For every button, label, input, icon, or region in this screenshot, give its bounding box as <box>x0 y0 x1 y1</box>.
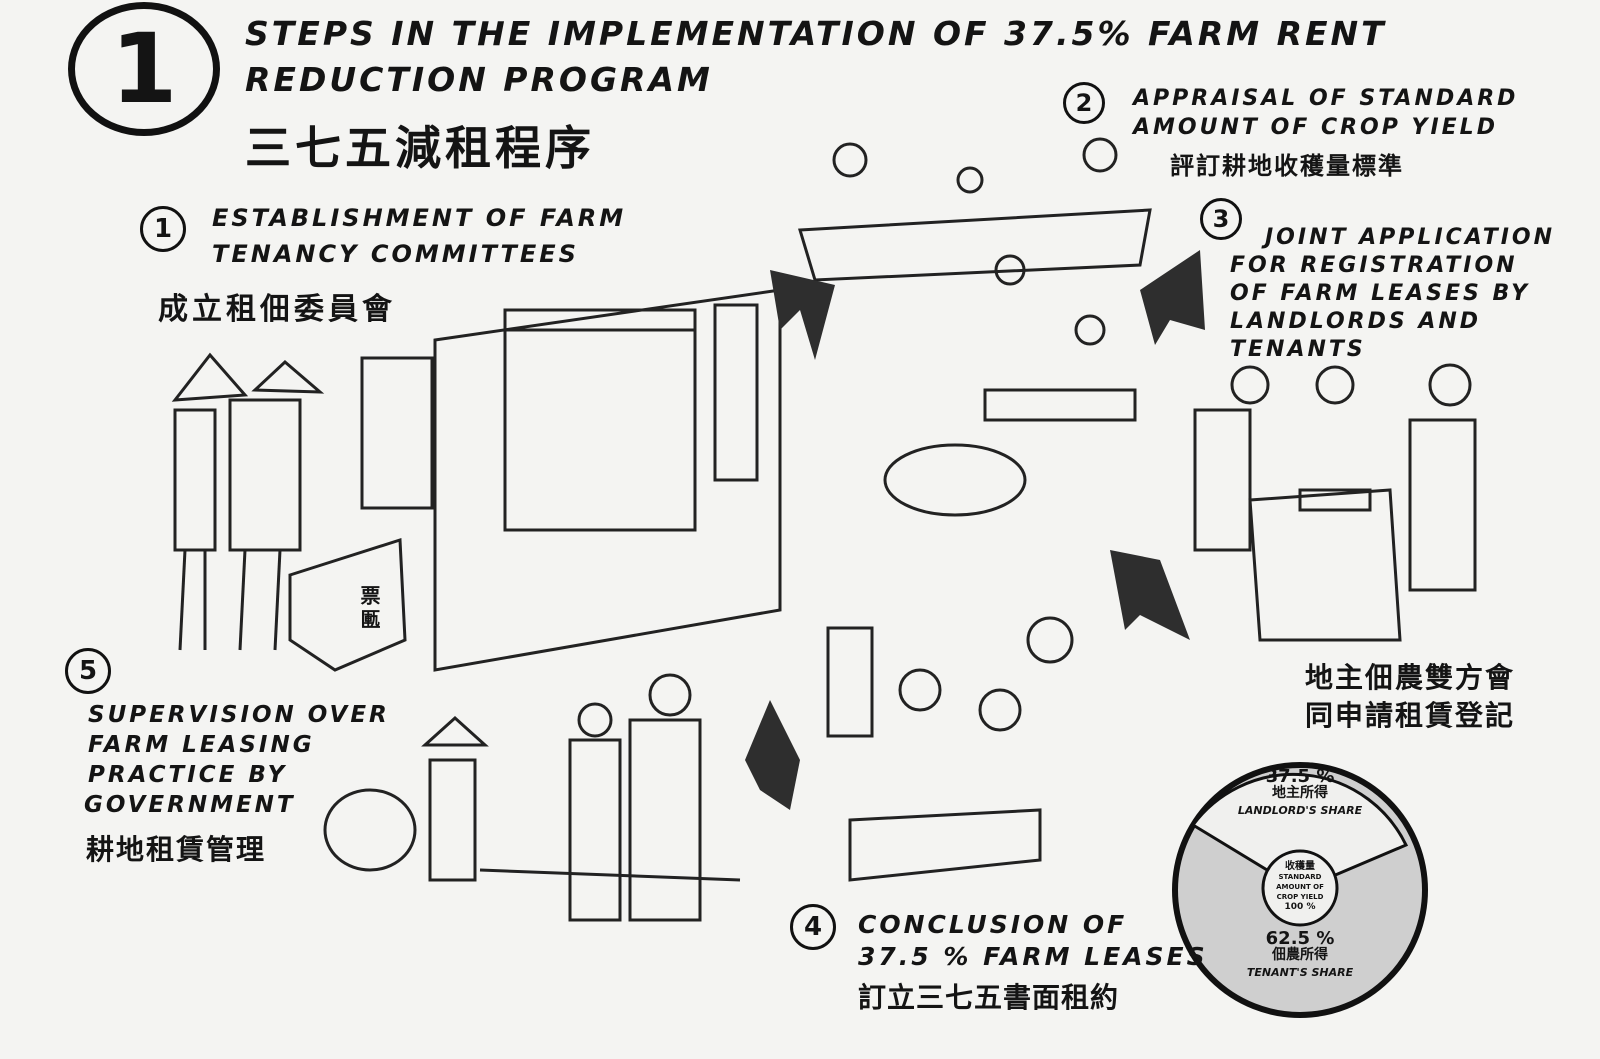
tenant-share-zh: 佃農所得 <box>1272 947 1328 963</box>
header-title-zh: 三七五減租程序 <box>245 121 595 175</box>
supervision-illustration <box>323 673 741 922</box>
committee-building-illustration <box>288 288 782 672</box>
arrow-step3-to-4 <box>1110 550 1190 640</box>
pie-center-value: 100 % <box>1284 902 1316 912</box>
flow-arrows <box>745 250 1205 810</box>
step4-label-line1: Conclusion of <box>858 910 1128 939</box>
arrow-step1-to-2 <box>770 270 835 360</box>
step5-label: Supervision over farm leasing practice b… <box>84 700 390 820</box>
tenant-share-value: 62.5 % <box>1265 928 1335 949</box>
step3-label-line: Joint application <box>1265 225 1556 250</box>
arrow-step2-to-3 <box>1140 250 1205 345</box>
step5-label-zh: 耕地租賃管理 <box>86 833 267 866</box>
pie-center-labels: 收穫量 Standard amount of crop yield 100 % <box>1265 861 1335 913</box>
rent-share-pie-chart <box>1172 762 1428 1018</box>
step3-label-line: landlords and <box>1230 309 1482 334</box>
step3-label-line: for registration <box>1230 253 1518 278</box>
registration-illustration <box>1193 363 1477 642</box>
tenant-share-label: Tenant's share <box>1246 966 1354 979</box>
header-number-badge: 1 <box>68 2 220 136</box>
step3-label: Joint application for registration of fa… <box>1230 224 1555 364</box>
step5-label-line: government <box>84 792 296 818</box>
pie-center-label: Standard amount of crop yield <box>1276 873 1324 901</box>
step2-label-line2: amount of crop yield <box>1133 115 1498 140</box>
step1-label-zh: 成立租佃委員會 <box>158 292 396 327</box>
ballot-box-sign: 票匭 <box>357 585 381 633</box>
step5-label-line: Supervision over <box>88 702 390 728</box>
step5-number: 5 <box>65 648 111 694</box>
landlord-share-labels: 37.5 % 地主所得 Landlord's share <box>1200 768 1400 819</box>
pie-slice-landlord <box>1190 772 1409 892</box>
landlord-share-value: 37.5 % <box>1265 766 1335 787</box>
step4-label-line2: 37.5 % farm leases <box>858 942 1208 971</box>
appraisal-illustration <box>798 137 1152 517</box>
header-title-line1: Steps in the implementation of 37.5% far… <box>245 14 1387 53</box>
arrow-step4-to-5 <box>745 700 800 810</box>
header-title-line2: reduction program <box>245 60 713 99</box>
pie-center-zh: 收穫量 <box>1285 861 1315 872</box>
step2-label-zh: 評訂耕地收穫量標準 <box>1170 151 1404 180</box>
step3-number: 3 <box>1200 198 1242 240</box>
landlord-share-zh: 地主所得 <box>1272 785 1328 801</box>
step3-label-zh-line2: 同申請租賃登記 <box>1305 699 1516 732</box>
step3-label-line: of farm leases by <box>1230 281 1531 306</box>
lease-signing-illustration <box>826 616 1074 882</box>
step1-label-line2: tenancy committees <box>212 240 579 268</box>
step5-label-line: practice by <box>88 762 288 788</box>
step1-number: 1 <box>140 206 186 252</box>
step2-number: 2 <box>1063 82 1105 124</box>
step5-label-line: farm leasing <box>88 732 315 758</box>
step3-label-line: tenants <box>1230 337 1366 362</box>
pie-center <box>1261 849 1339 927</box>
tenant-share-labels: 62.5 % 佃農所得 Tenant's share <box>1200 930 1400 981</box>
step3-label-zh-line1: 地主佃農雙方會 <box>1305 661 1516 694</box>
step4-label-zh: 訂立三七五書面租約 <box>858 981 1120 1014</box>
step4-number: 4 <box>790 904 836 950</box>
step2-label-line1: Appraisal of standard <box>1133 86 1519 111</box>
landlord-share-label: Landlord's share <box>1237 804 1363 817</box>
step1-label-line1: Establishment of farm <box>212 204 627 232</box>
farmers-illustration <box>171 352 325 651</box>
